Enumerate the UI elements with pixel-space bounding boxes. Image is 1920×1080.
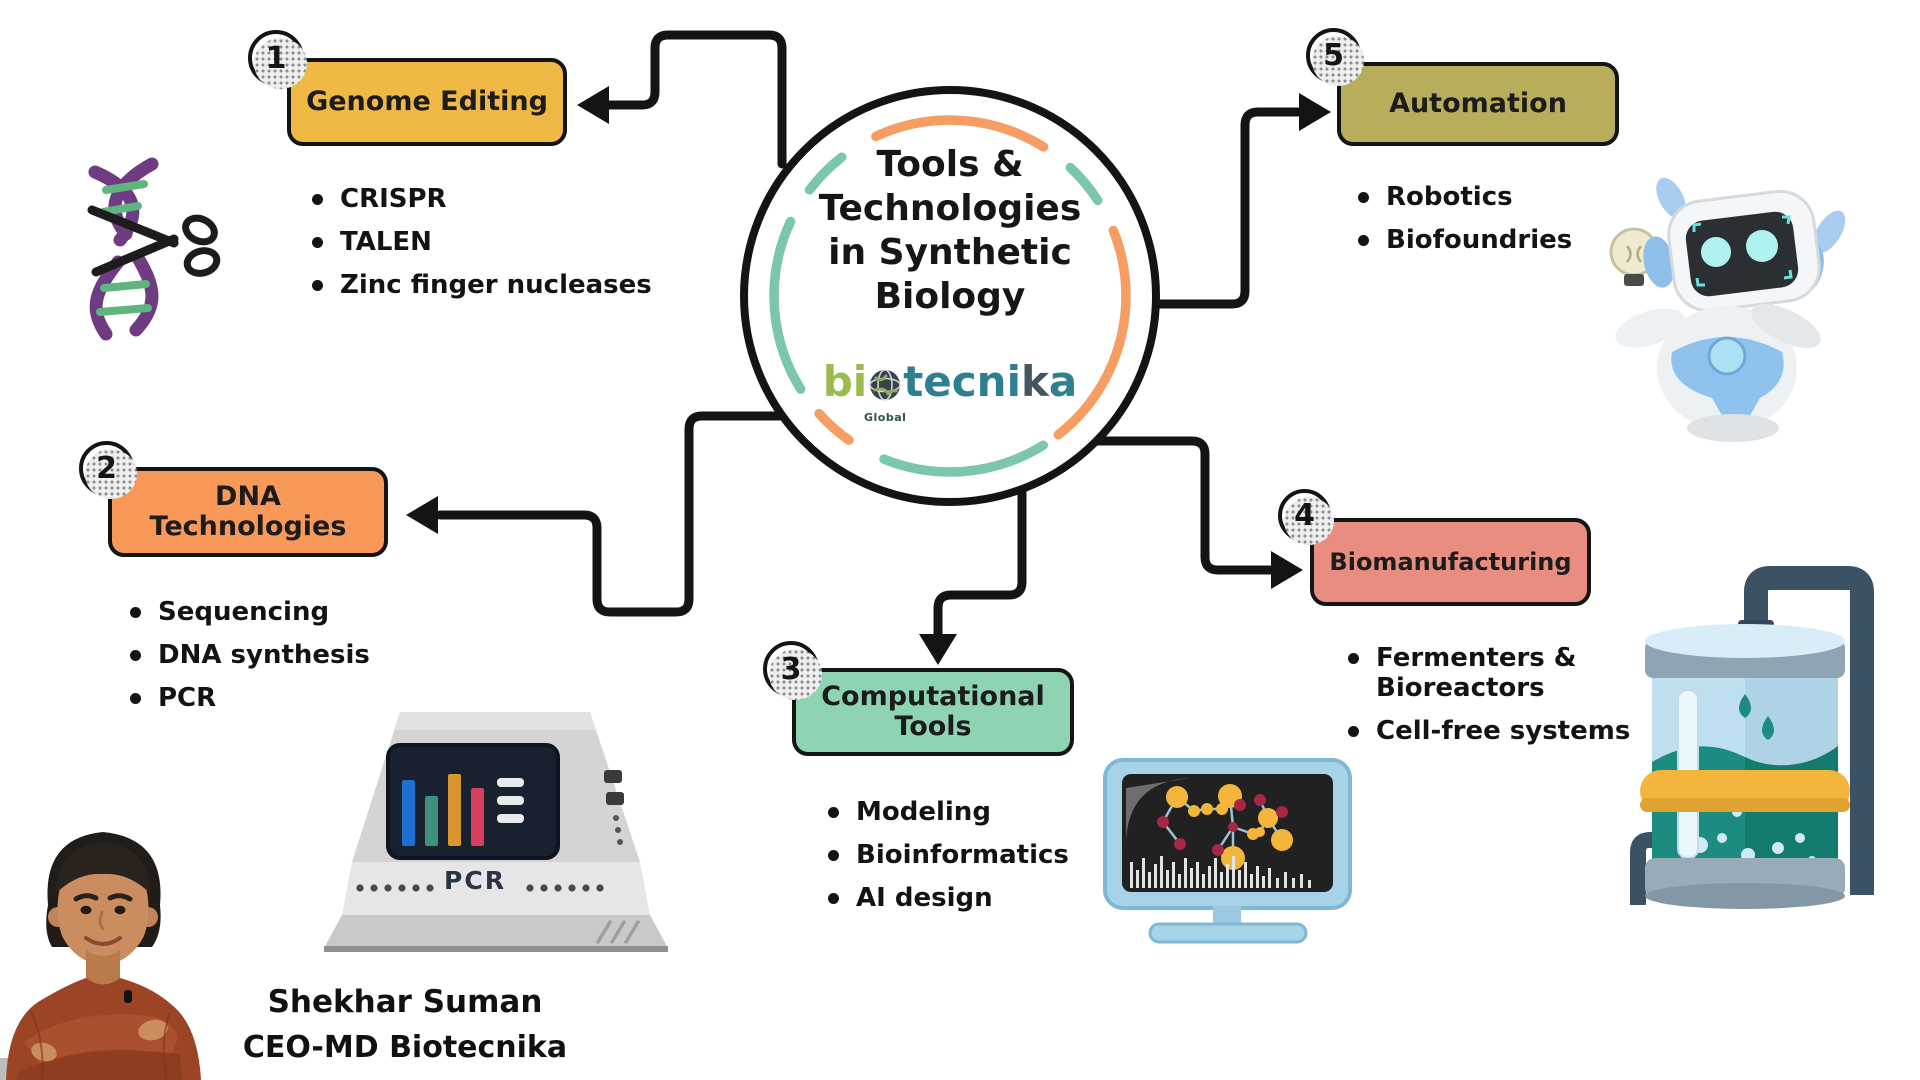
title-line-1: Tools & — [876, 144, 1024, 185]
central-circle — [740, 86, 1160, 506]
connector-computational-tools — [933, 485, 1027, 639]
badge-2: 2 — [79, 441, 137, 499]
connector-biomanufacturing — [1093, 436, 1275, 575]
badge-1: 1 — [248, 30, 307, 89]
list-item: CRISPR — [312, 184, 652, 214]
pcr-screen-bars — [402, 774, 524, 846]
list-item: DNA synthesis — [130, 640, 370, 670]
list-item: Bioinformatics — [828, 840, 1069, 870]
list-item: Sequencing — [130, 597, 370, 627]
box-computational-tools: Computational Tools — [792, 668, 1084, 766]
arrow-to-computational-tools — [919, 634, 957, 665]
logo-text-tecni: tecni — [903, 357, 1021, 406]
box-dna-technologies-label: DNA Technologies — [149, 480, 347, 542]
arrow-to-dna-technologies — [406, 496, 438, 534]
list-item: Fermenters & Bioreactors — [1348, 643, 1648, 703]
scissors-icon — [87, 205, 221, 277]
pcr-machine-illustration — [324, 712, 668, 952]
box-automation-label: Automation — [1389, 87, 1567, 119]
person-photo — [0, 832, 201, 1080]
arrow-to-automation — [1299, 93, 1331, 131]
bioreactor-illustration — [1630, 566, 1874, 909]
badge-3: 3 — [763, 641, 822, 700]
box-dna-technologies: DNA Technologies — [108, 467, 398, 567]
list-computational-tools: Modeling Bioinformatics AI design — [828, 797, 1069, 926]
connector-genome-editing — [603, 30, 787, 169]
logo-text-bi: bi — [822, 357, 868, 406]
title-line-2: Technologies — [818, 188, 1082, 229]
logo-text-k: k — [1020, 357, 1049, 406]
connector-automation — [1151, 107, 1303, 309]
box-biomanufacturing: Biomanufacturing — [1310, 518, 1601, 616]
list-automation: Robotics Biofoundries — [1358, 182, 1572, 268]
box-genome-editing-label: Genome Editing — [306, 85, 548, 117]
footer-credit: Shekhar Suman CEO-MD Biotecnika — [175, 984, 635, 1065]
list-item: Cell-free systems — [1348, 716, 1648, 746]
robot-illustration — [1609, 177, 1846, 442]
box-computational-tools-label: Computational Tools — [821, 680, 1045, 742]
list-item: PCR — [130, 683, 370, 713]
logo-text-a: a — [1048, 357, 1078, 406]
arrow-to-biomanufacturing — [1271, 551, 1303, 589]
monitor-illustration — [1103, 758, 1352, 944]
connector-dna-technologies — [435, 411, 786, 617]
title-line-4: Biology — [874, 276, 1026, 317]
list-item: Modeling — [828, 797, 1069, 827]
badge-4: 4 — [1278, 489, 1334, 545]
list-item: Biofoundries — [1358, 225, 1572, 255]
list-item: Zinc finger nucleases — [312, 270, 652, 300]
list-dna-technologies: Sequencing DNA synthesis PCR — [130, 597, 370, 726]
connector-lines — [435, 30, 1303, 639]
logo-global-label: Global — [863, 411, 907, 424]
box-biomanufacturing-label: Biomanufacturing — [1329, 547, 1572, 576]
logo-globe-icon: Global — [864, 360, 906, 424]
box-genome-editing: Genome Editing — [287, 58, 577, 156]
person-name: Shekhar Suman — [267, 984, 543, 1020]
pcr-machine-label: PCR — [444, 866, 506, 895]
box-automation: Automation — [1337, 62, 1629, 156]
person-role: CEO-MD Biotecnika — [242, 1030, 568, 1065]
badge-5: 5 — [1306, 28, 1364, 86]
center-title: Tools & Technologies in Synthetic Biolog… — [728, 143, 1172, 319]
dna-scissors-illustration — [87, 157, 221, 341]
title-line-3: in Synthetic — [828, 232, 1072, 273]
list-item: Robotics — [1358, 182, 1572, 212]
list-genome-editing: CRISPR TALEN Zinc finger nucleases — [312, 184, 652, 313]
list-biomanufacturing: Fermenters & Bioreactors Cell-free syste… — [1348, 643, 1648, 759]
connector-arrowheads — [406, 86, 1331, 665]
dashed-ring-orange — [769, 115, 1131, 477]
biotecnika-logo: bi Global tecni k a — [800, 357, 1100, 425]
list-item: TALEN — [312, 227, 652, 257]
arrow-to-genome-editing — [577, 86, 609, 124]
sequence-trace-graphic — [1130, 856, 1311, 888]
dashed-ring-teal — [769, 115, 1131, 477]
list-item: AI design — [828, 883, 1069, 913]
